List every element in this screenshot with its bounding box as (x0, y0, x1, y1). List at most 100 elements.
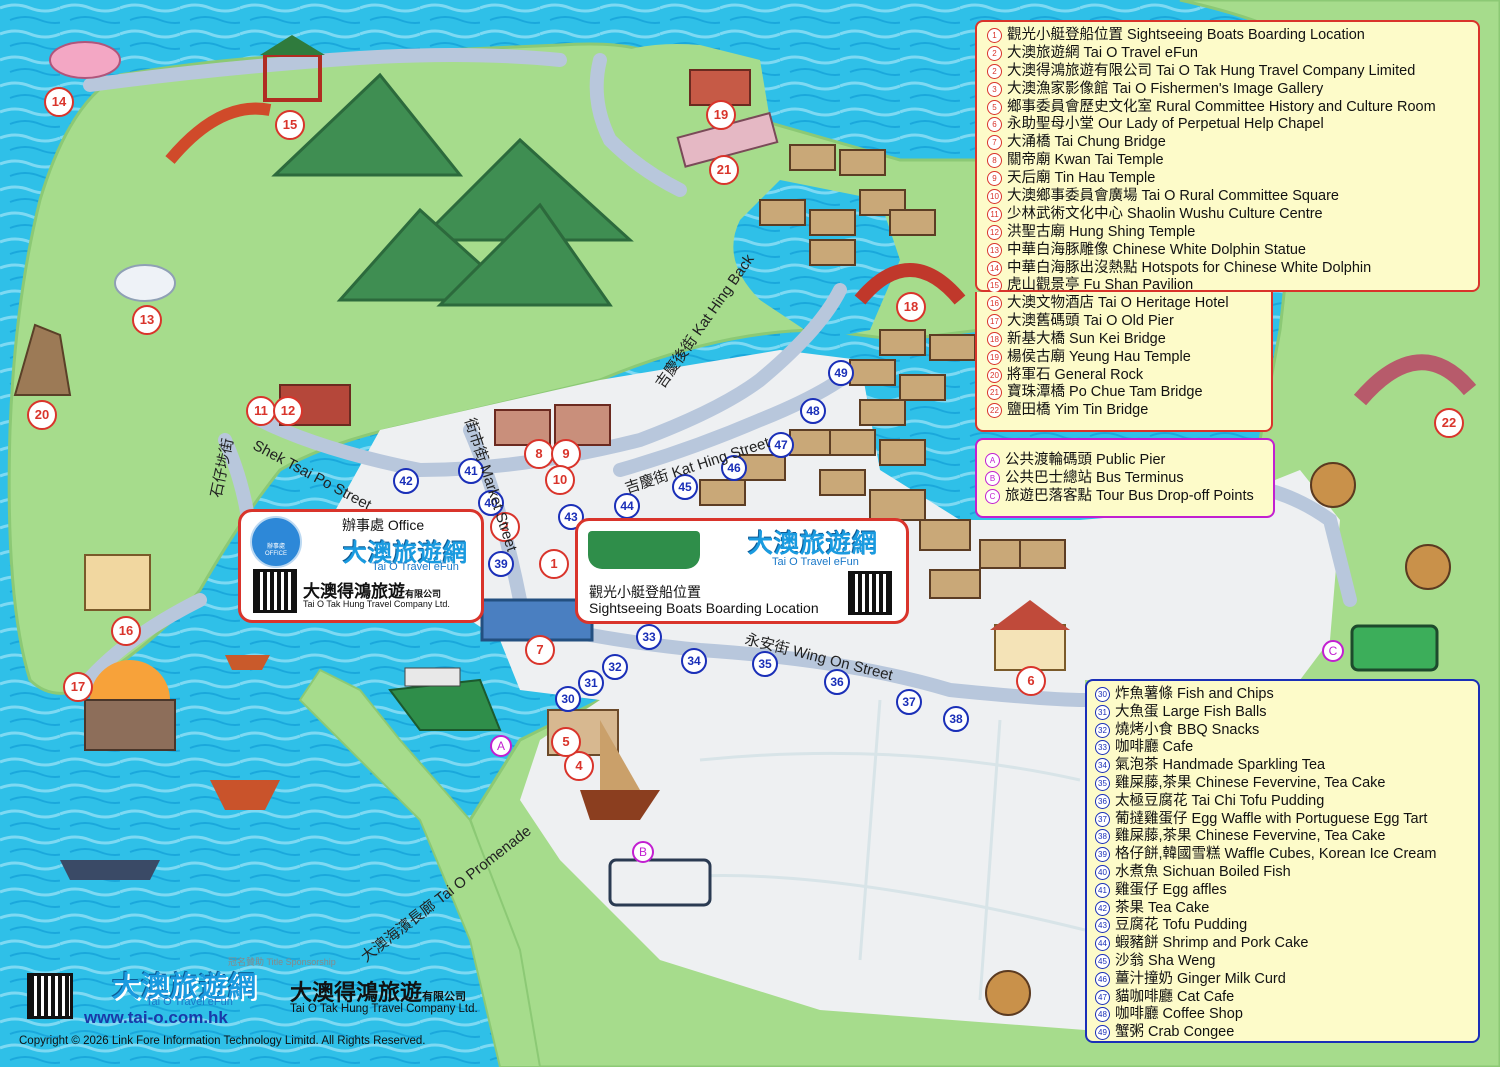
map-marker-15[interactable]: 15 (275, 110, 305, 140)
office-card: 辦事處 OFFICE 辦事處 Office 大澳旅遊網 Tai O Travel… (238, 509, 484, 623)
map-marker-30[interactable]: 30 (555, 686, 581, 712)
legend-text: 鄉事委員會歷史文化室 Rural Committee History and C… (1007, 98, 1436, 115)
legend-text: 新基大橋 Sun Kei Bridge (1007, 330, 1166, 347)
legend-text: 公共渡輪碼頭 Public Pier (1005, 452, 1166, 468)
map-marker-6[interactable]: 6 (1016, 666, 1046, 696)
map-marker-17[interactable]: 17 (63, 672, 93, 702)
legend-text: 將軍石 General Rock (1007, 366, 1144, 383)
legend-text: 茶果 Tea Cake (1115, 899, 1210, 916)
legend-number: 33 (1095, 740, 1110, 756)
map-marker-12[interactable]: 12 (273, 396, 303, 426)
boats-label-cn: 觀光小艇登船位置 (589, 584, 701, 600)
map-marker-22[interactable]: 22 (1434, 408, 1464, 438)
map-marker-45[interactable]: 45 (672, 474, 698, 500)
map-marker-34[interactable]: 34 (681, 648, 707, 674)
legend-item: 18 新基大橋 Sun Kei Bridge (987, 331, 1271, 349)
stilt-houses (699, 144, 1066, 599)
office-badge: 辦事處 OFFICE (250, 516, 302, 568)
fu-shan-bridge (165, 102, 272, 164)
map-marker-2[interactable]: 2 (490, 512, 520, 542)
office-company-suffix: 有限公司 (405, 589, 442, 599)
map-marker-32[interactable]: 32 (602, 654, 628, 680)
legend-text: 大澳舊碼頭 Tai O Old Pier (1007, 312, 1174, 329)
map-marker-1[interactable]: 1 (539, 549, 569, 579)
map-marker-44[interactable]: 44 (614, 493, 640, 519)
legend-number: 40 (1095, 864, 1110, 880)
map-marker-36[interactable]: 36 (824, 669, 850, 695)
map-marker-5[interactable]: 5 (551, 727, 581, 757)
legend-text: 水煮魚 Sichuan Boiled Fish (1115, 863, 1291, 880)
legend-text: 大澳文物酒店 Tai O Heritage Hotel (1007, 295, 1229, 311)
map-marker-49[interactable]: 49 (828, 360, 854, 386)
tai-chung-bridge (480, 598, 594, 642)
legend-number: 18 (987, 331, 1002, 347)
map-marker-31[interactable]: 31 (578, 670, 604, 696)
map-marker-47[interactable]: 47 (768, 432, 794, 458)
map-marker-40[interactable]: 40 (478, 490, 504, 516)
map-marker-A[interactable]: A (490, 735, 512, 757)
map-marker-11[interactable]: 11 (246, 396, 276, 426)
legend-number: 8 (987, 153, 1002, 169)
map-marker-13[interactable]: 13 (132, 305, 162, 335)
footer-company-cn-main: 大澳得鴻旅遊 (290, 980, 423, 1005)
map-marker-35[interactable]: 35 (752, 651, 778, 677)
footer-company-en: Tai O Tak Hung Travel Company Ltd. (290, 1003, 478, 1015)
map-marker-8[interactable]: 8 (524, 439, 554, 469)
footer-website[interactable]: www.tai-o.com.hk (84, 1008, 228, 1027)
map-marker-16[interactable]: 16 (111, 616, 141, 646)
legend-item: 40 水煮魚 Sichuan Boiled Fish (1095, 864, 1478, 882)
map-marker-37[interactable]: 37 (896, 689, 922, 715)
map-marker-19[interactable]: 19 (706, 100, 736, 130)
legend-number: 39 (1095, 847, 1110, 863)
map-marker-42[interactable]: 42 (393, 468, 419, 494)
map-marker-21[interactable]: 21 (709, 155, 739, 185)
map-marker-7[interactable]: 7 (525, 635, 555, 665)
legend-number: 17 (987, 313, 1002, 329)
legend-number: 11 (987, 206, 1002, 222)
map-marker-20[interactable]: 20 (27, 400, 57, 430)
legend-text: 炸魚薯條 Fish and Chips (1115, 686, 1274, 702)
legend-number: 21 (987, 385, 1002, 401)
map-marker-39[interactable]: 39 (488, 551, 514, 577)
legend-text: 中華白海豚出沒熱點 Hotspots for Chinese White Dol… (1007, 259, 1372, 276)
map-marker-C[interactable]: C (1322, 640, 1344, 662)
map-marker-18[interactable]: 18 (896, 292, 926, 322)
map-marker-14[interactable]: 14 (44, 87, 74, 117)
boats-qr-code (848, 571, 892, 615)
office-company-cn-main: 大澳得鴻旅遊 (303, 582, 405, 601)
legend-text: 鹽田橋 Yim Tin Bridge (1007, 402, 1149, 419)
old-pier (84, 699, 176, 751)
footer-qr-code (27, 973, 73, 1019)
map-marker-10[interactable]: 10 (545, 465, 575, 495)
legend-number: C (985, 488, 1000, 504)
map-marker-46[interactable]: 46 (721, 455, 747, 481)
legend-text: 楊侯古廟 Yeung Hau Temple (1007, 348, 1191, 365)
sun-kei-bridge (854, 263, 966, 305)
office-qr-code (253, 569, 297, 613)
map-marker-33[interactable]: 33 (636, 624, 662, 650)
map-marker-48[interactable]: 48 (800, 398, 826, 424)
footer-company-cn: 大澳得鴻旅遊有限公司 (290, 975, 466, 1007)
mountains (271, 72, 634, 307)
footer-brand-en: Tai O Travel eFun (146, 996, 233, 1008)
legend-number: B (985, 470, 1000, 486)
map-marker-B[interactable]: B (632, 841, 654, 863)
map-marker-43[interactable]: 43 (558, 504, 584, 530)
map-marker-38[interactable]: 38 (943, 706, 969, 732)
legend-number: 10 (987, 189, 1002, 205)
map-marker-41[interactable]: 41 (458, 458, 484, 484)
